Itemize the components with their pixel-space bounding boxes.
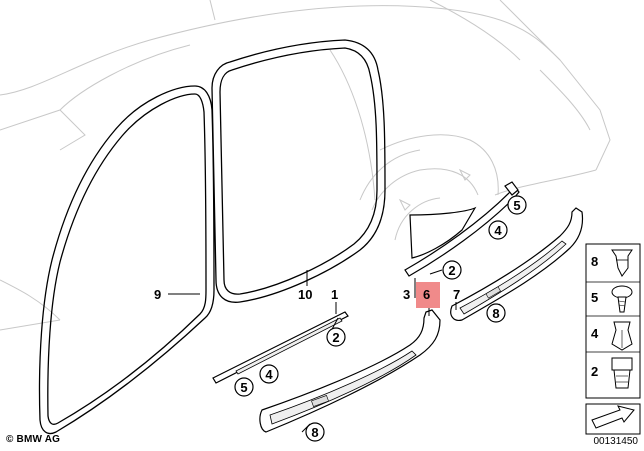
circled-callout-5-upper: 5 bbox=[507, 195, 527, 215]
circled-callout-5-lower: 5 bbox=[234, 377, 254, 397]
copyright-label: © BMW AG bbox=[6, 434, 61, 445]
strip-part-1 bbox=[212, 311, 349, 384]
expanding-clip-icon bbox=[611, 321, 633, 351]
svg-text:8: 8 bbox=[311, 425, 318, 440]
callout-6: 6 bbox=[423, 287, 430, 302]
legend-fasteners: 8 5 4 2 bbox=[585, 243, 641, 399]
circled-callout-8-lower: 8 bbox=[305, 422, 325, 442]
car-body-outline bbox=[0, 0, 611, 331]
screw-icon bbox=[611, 285, 633, 313]
rear-door-seal-9 bbox=[38, 85, 215, 435]
svg-text:8: 8 bbox=[492, 306, 499, 321]
circled-callout-8-right: 8 bbox=[486, 303, 506, 323]
circled-callout-4-lower: 4 bbox=[259, 364, 279, 384]
legend-label-8: 8 bbox=[591, 254, 598, 269]
svg-text:5: 5 bbox=[513, 198, 520, 213]
legend-label-5: 5 bbox=[591, 290, 598, 305]
callout-1: 1 bbox=[331, 287, 338, 302]
svg-text:4: 4 bbox=[265, 367, 273, 382]
diagram-id-label: 00131450 bbox=[593, 436, 639, 447]
legend-label-4: 4 bbox=[591, 326, 599, 341]
sill-plate-part-7 bbox=[450, 207, 584, 321]
circled-callout-2-upper: 2 bbox=[442, 260, 462, 280]
circled-callout-4-upper: 4 bbox=[488, 220, 508, 240]
strip-part-3 bbox=[404, 181, 520, 277]
callout-3: 3 bbox=[403, 287, 410, 302]
circled-callout-2-lower: 2 bbox=[326, 327, 346, 347]
legend-label-2: 2 bbox=[591, 364, 598, 379]
svg-text:4: 4 bbox=[494, 223, 502, 238]
highlight-part-6 bbox=[416, 282, 440, 308]
clip-icon bbox=[611, 249, 633, 277]
svg-text:5: 5 bbox=[240, 380, 247, 395]
arrow-icon bbox=[585, 403, 641, 435]
callout-7: 7 bbox=[453, 287, 460, 302]
nut-clip-icon bbox=[611, 357, 633, 389]
svg-text:2: 2 bbox=[448, 263, 455, 278]
callout-9: 9 bbox=[154, 287, 161, 302]
sill-plate-part-6 bbox=[259, 309, 441, 433]
svg-text:2: 2 bbox=[332, 330, 339, 345]
front-door-seal-10 bbox=[211, 39, 386, 303]
callout-10: 10 bbox=[298, 287, 312, 302]
